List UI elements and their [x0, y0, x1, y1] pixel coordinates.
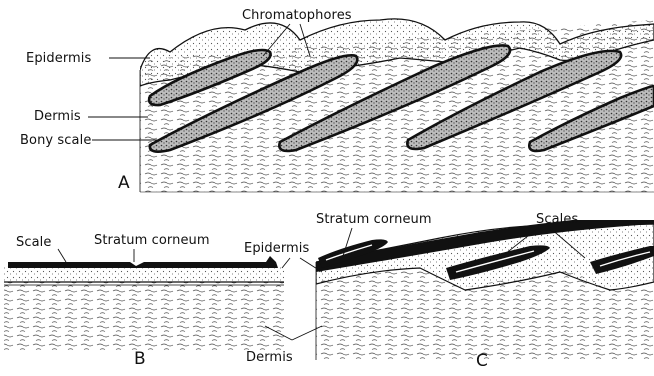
- label-scales-c: Scales: [536, 212, 578, 227]
- panel-letter-b: B: [134, 350, 146, 368]
- label-dermis-shared: Dermis: [246, 350, 293, 365]
- panel-letter-a: A: [118, 174, 130, 192]
- label-scale-b: Scale: [16, 235, 51, 250]
- leader-scale-b: [58, 249, 66, 262]
- panel-letter-c: C: [476, 352, 488, 370]
- label-bony-scale: Bony scale: [20, 133, 91, 148]
- panel-c-drawing: [316, 212, 654, 360]
- leader-epidermis-shared-b: [282, 258, 290, 268]
- label-epidermis-a: Epidermis: [26, 51, 91, 66]
- label-chromatophores: Chromatophores: [242, 8, 352, 23]
- label-dermis-a: Dermis: [34, 109, 81, 124]
- label-stratum-corneum-b: Stratum corneum: [94, 233, 210, 248]
- panel-b-drawing: [4, 256, 284, 350]
- label-epidermis-shared: Epidermis: [244, 241, 309, 256]
- label-stratum-corneum-c: Stratum corneum: [316, 212, 432, 227]
- panel-a-drawing: [140, 19, 654, 192]
